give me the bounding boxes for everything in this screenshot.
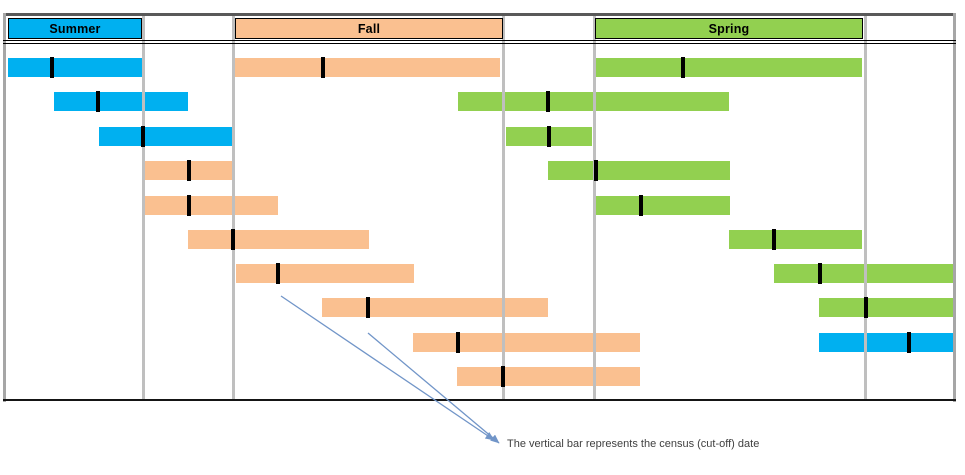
session-bar: [54, 92, 188, 111]
census-tick: [681, 57, 685, 78]
census-tick: [187, 195, 191, 216]
census-tick: [96, 91, 100, 112]
chart-top-border: [3, 13, 956, 16]
term-header-fall: Fall: [235, 18, 503, 39]
gridline: [593, 16, 596, 401]
annotation-text: The vertical bar represents the census (…: [507, 438, 760, 450]
chart-left-border: [3, 13, 6, 402]
census-tick: [50, 57, 54, 78]
census-tick: [639, 195, 643, 216]
session-bar: [99, 127, 232, 146]
session-bar: [188, 230, 369, 249]
census-tick: [594, 160, 598, 181]
census-tick: [366, 297, 370, 318]
census-tick: [321, 57, 325, 78]
term-header-summer: Summer: [8, 18, 142, 39]
session-bar: [145, 196, 278, 215]
gridline: [864, 16, 867, 401]
chart-bottom-border: [3, 399, 956, 401]
census-tick: [772, 229, 776, 250]
session-bar: [596, 196, 730, 215]
session-bar: [8, 58, 142, 77]
census-tick: [187, 160, 191, 181]
session-bar: [819, 298, 953, 317]
census-tick: [276, 263, 280, 284]
session-bar: [235, 58, 500, 77]
census-tick: [864, 297, 868, 318]
session-bar: [413, 333, 640, 352]
gridline: [142, 16, 145, 401]
census-tick: [546, 91, 550, 112]
header-underline: [3, 40, 956, 44]
census-tick: [141, 126, 145, 147]
session-bar: [594, 58, 862, 77]
term-header-spring: Spring: [595, 18, 863, 39]
census-tick: [231, 229, 235, 250]
session-bar: [236, 264, 414, 283]
census-tick: [547, 126, 551, 147]
chart-right-border: [953, 13, 956, 402]
census-tick: [907, 332, 911, 353]
session-bar: [819, 333, 953, 352]
census-tick: [456, 332, 460, 353]
session-bar: [548, 161, 730, 180]
census-tick: [818, 263, 822, 284]
session-bar: [729, 230, 862, 249]
gridline: [502, 16, 505, 401]
census-tick: [501, 366, 505, 387]
session-bar: [457, 367, 640, 386]
session-bar: [322, 298, 548, 317]
gridline: [232, 16, 235, 401]
